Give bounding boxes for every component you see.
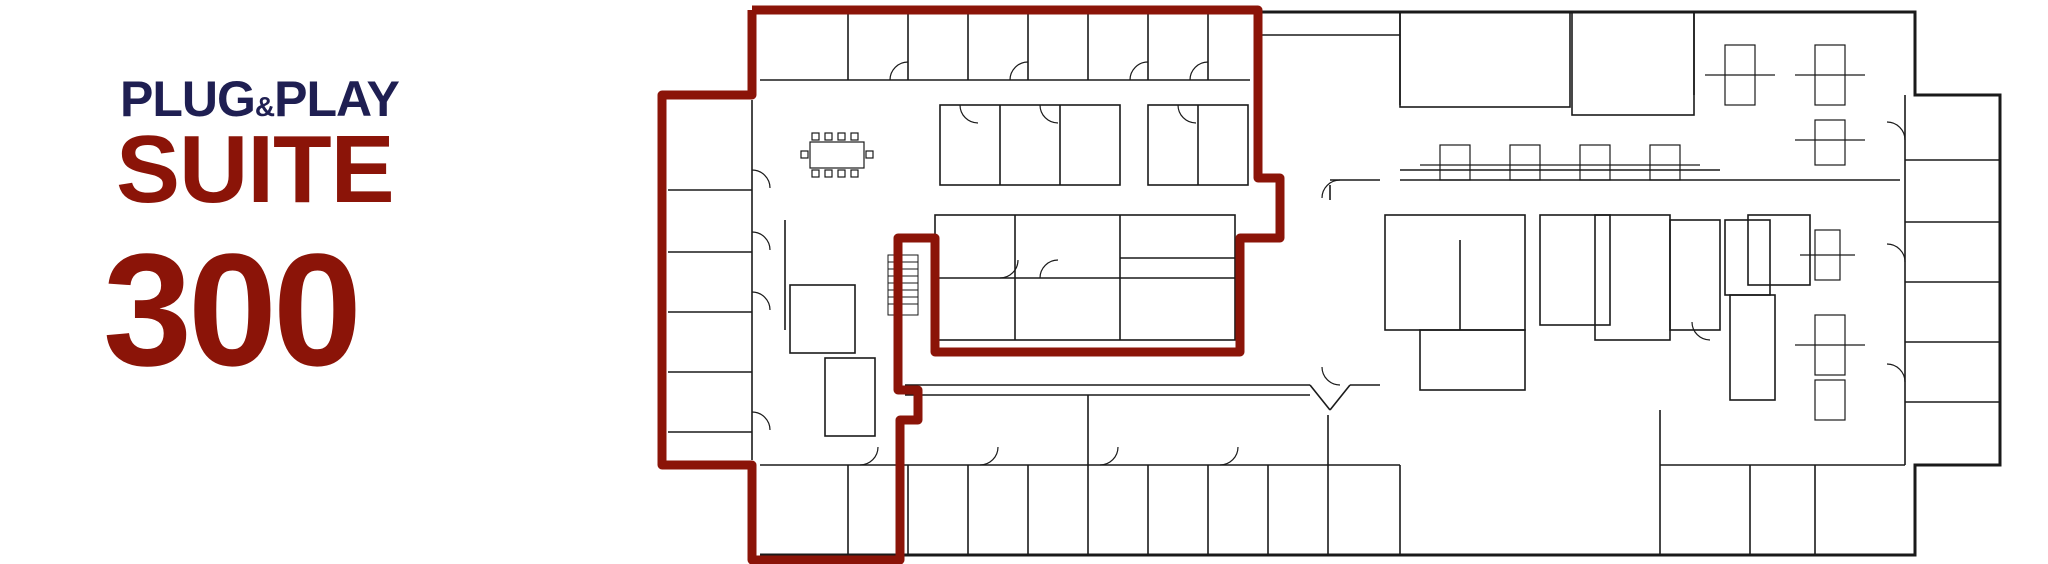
suite-boundary xyxy=(657,5,1285,564)
brand-part-1: PLUG xyxy=(120,71,256,127)
title-block: PLUG&PLAY SUITE 300 xyxy=(0,0,520,564)
workstation-clusters xyxy=(1420,44,1865,421)
suite-number: 300 xyxy=(103,220,362,399)
brand-part-2: PLAY xyxy=(274,71,400,127)
suite-label: SUITE xyxy=(116,116,395,223)
door-swings xyxy=(751,61,1906,466)
stairwell xyxy=(887,254,919,316)
building-outline xyxy=(760,10,2002,557)
interior-walls xyxy=(668,11,2000,555)
brand-name: PLUG&PLAY xyxy=(120,71,400,127)
conference-table xyxy=(800,132,874,178)
brand-ampersand: & xyxy=(254,91,275,122)
